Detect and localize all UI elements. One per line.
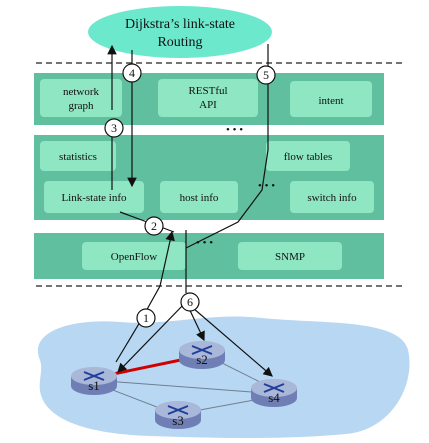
row2-ellipsis: • • • bbox=[258, 180, 275, 192]
step-1-label: 1 bbox=[143, 311, 149, 325]
restful-api-label-2: API bbox=[199, 99, 217, 111]
flow-tables-box[interactable] bbox=[266, 141, 350, 171]
statistics-box[interactable] bbox=[40, 141, 116, 171]
row1-ellipsis: • • • bbox=[226, 124, 243, 136]
arrow-6-to-s4 bbox=[185, 301, 273, 377]
statistics-label: statistics bbox=[59, 151, 97, 163]
openflow-box[interactable] bbox=[82, 242, 186, 270]
flow-tables-label: flow tables bbox=[284, 151, 333, 163]
snmp-label: SNMP bbox=[275, 251, 305, 263]
network-graph-label-1: network bbox=[63, 86, 100, 98]
router-s3-label: s3 bbox=[172, 413, 184, 428]
step-4-label: 4 bbox=[129, 66, 135, 80]
host-info-box[interactable] bbox=[160, 181, 238, 213]
arrow-6-to-s1 bbox=[117, 301, 187, 373]
row3-ellipsis: • • • bbox=[196, 237, 213, 249]
step-2-marker: 2 bbox=[144, 216, 164, 236]
router-s4[interactable]: s4 bbox=[251, 379, 297, 407]
step-5-marker: 5 bbox=[256, 65, 276, 85]
routing-app-ellipse bbox=[88, 6, 272, 58]
step-6-marker: 6 bbox=[180, 292, 200, 312]
router-s2[interactable]: s2 bbox=[179, 341, 225, 369]
switch-info-label: switch info bbox=[307, 192, 357, 204]
link-state-info-box[interactable] bbox=[44, 181, 144, 213]
step-4-marker: 4 bbox=[122, 63, 142, 83]
openflow-label: OpenFlow bbox=[111, 251, 158, 263]
step-1-marker: 1 bbox=[136, 308, 156, 328]
restful-api-label-1: RESTful bbox=[188, 85, 227, 97]
link-s1-s4 bbox=[91, 379, 279, 395]
router-s1[interactable]: s1 bbox=[71, 367, 117, 395]
step-6-label: 6 bbox=[187, 295, 193, 309]
network-graph-box[interactable] bbox=[40, 79, 122, 117]
router-s3-icon bbox=[167, 405, 189, 415]
network-cloud bbox=[37, 316, 410, 438]
step-3-label: 3 bbox=[111, 121, 117, 135]
network-graph-label-2: graph bbox=[68, 100, 94, 112]
router-s3[interactable]: s3 bbox=[155, 401, 201, 429]
routing-title-line2: Routing bbox=[157, 35, 202, 50]
snmp-box[interactable] bbox=[238, 242, 342, 270]
router-s4-icon bbox=[263, 383, 285, 393]
path-1-up bbox=[115, 230, 175, 363]
switch-info-box[interactable] bbox=[290, 181, 374, 213]
link-state-info-label: Link-state info bbox=[61, 192, 127, 204]
router-s2-icon bbox=[191, 345, 213, 355]
host-info-label: host info bbox=[180, 192, 219, 204]
restful-api-box[interactable] bbox=[158, 79, 258, 117]
step-5-label: 5 bbox=[263, 68, 269, 82]
step-3-marker: 3 bbox=[104, 118, 124, 138]
router-s1-icon bbox=[83, 371, 105, 381]
intent-box[interactable] bbox=[290, 81, 372, 117]
router-s1-label: s1 bbox=[88, 378, 100, 393]
step-2-label: 2 bbox=[151, 219, 157, 233]
router-s4-label: s4 bbox=[268, 390, 280, 405]
path-5 bbox=[185, 44, 269, 249]
intent-label: intent bbox=[318, 95, 343, 107]
routing-title-line1: Dijkstra’s link-state bbox=[125, 17, 235, 32]
router-s2-label: s2 bbox=[196, 352, 208, 367]
